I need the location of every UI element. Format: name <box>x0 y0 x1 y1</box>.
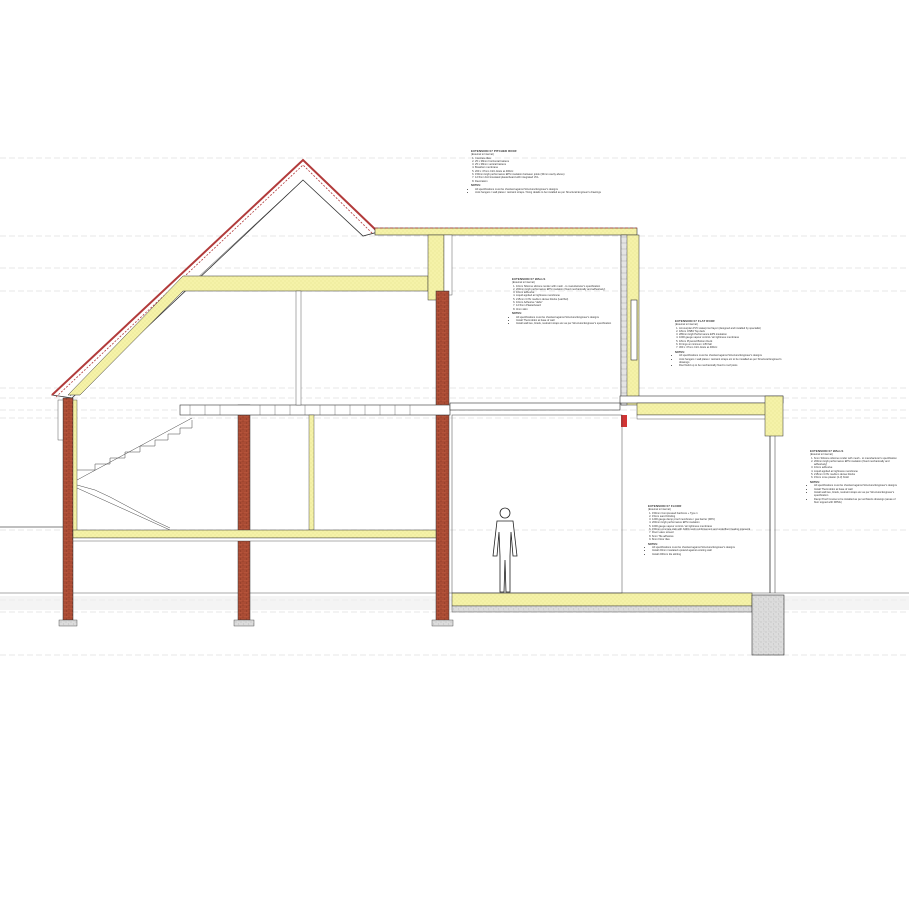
brick-piers <box>58 290 454 627</box>
spec-item: 10mm Silicone silicone render with mesh … <box>516 285 636 288</box>
spec-item: 15mm sand blinding <box>652 515 758 518</box>
note-item: Damp Proof Course to be installed as per… <box>814 498 900 505</box>
spec-item: 10mm adhesive <box>516 291 636 294</box>
note-subtitle: (External to Internal) <box>648 508 671 512</box>
note-item: Install Thermobloc at base of wall <box>516 319 636 322</box>
upper-wall <box>427 234 640 406</box>
spec-item: Armourplan PVC waterproof layer (designe… <box>679 327 785 330</box>
spec-item: 200 x 47mm C24 Joists at 400c/c <box>475 170 621 173</box>
spec-item: 200mm High performance EPS insulation <box>652 521 758 524</box>
note-title: EXTENSION 07 WALLS <box>810 449 844 453</box>
note-title: EXTENSION 07 PITCHED ROOF <box>471 149 517 153</box>
note-item: Install 20mm insulated upstand against e… <box>652 549 758 552</box>
note-item: All specifications must be checked again… <box>652 546 758 549</box>
note-flat-roof: EXTENSION 07 FLAT ROOF (External to Inte… <box>675 319 785 368</box>
ground-floor-slab <box>72 529 437 542</box>
spec-item: 1000 gauge vapour control / air tightnes… <box>652 525 758 528</box>
spec-item: 280mm High Performance EPS insulation <box>679 333 785 336</box>
spec-item: Decoration <box>475 180 621 183</box>
note-floor: EXTENSION 07 FLOOR (External to Internal… <box>648 504 758 556</box>
notes-heading: NOTES: <box>810 481 820 485</box>
spec-item: 25 x 38mm vertical battens <box>475 163 621 166</box>
spec-item: 18mm OSB3 Top deck <box>679 330 785 333</box>
note-title: EXTENSION 07 FLOOR <box>648 504 682 508</box>
first-floor <box>179 402 621 416</box>
note-subtitle: (External to Internal) <box>810 453 833 457</box>
spec-item: 200mm High performance EPS insulation (f… <box>814 460 900 467</box>
note-item: Joist hangers / wall plates / restraint … <box>679 358 785 365</box>
spec-item: 150mm concrete slab with A393 mesh reinf… <box>652 528 758 531</box>
spec-item: 215mm C7/H medium dense blocks (Lait/Sol… <box>516 298 636 301</box>
spec-item: Firrings at minimum 1:80 fall <box>679 343 785 346</box>
spec-item: 150mm High performance EPS insulation be… <box>475 173 621 176</box>
spec-item: 18mm Plywood Bottom Deck <box>679 340 785 343</box>
human-figure-icon <box>492 507 518 593</box>
spec-item: 3mm skim <box>516 308 636 311</box>
note-title: EXTENSION 07 WALLS <box>512 277 546 281</box>
spec-item: 10mm Adhesive "dabs" <box>516 301 636 304</box>
note-item: Install Thermobloc at base of wall <box>814 488 900 491</box>
note-pitched-roof: EXTENSION 07 PITCHED ROOF (External to I… <box>471 149 621 194</box>
notes-heading: NOTES: <box>512 312 522 316</box>
notes-heading: NOTES: <box>471 184 481 188</box>
spec-item: 1000 gauge vapour control / air tightnes… <box>679 336 785 339</box>
spec-item: Liquid applied air tightness membrane <box>516 294 636 297</box>
note-item: Joist hangers / wall plates / restraint … <box>475 191 621 194</box>
spec-item: 215mm C7/H medium dense blocks <box>814 473 900 476</box>
spec-item: 15mm Lime plaster (2-3) finish <box>814 476 900 479</box>
note-item: Install 200mm tile skirting <box>652 553 758 556</box>
spec-item: 25 x 38mm horizontal battens <box>475 160 621 163</box>
note-item: All specifications must be checked again… <box>516 316 636 319</box>
left-wall-lining <box>57 399 78 539</box>
note-title: EXTENSION 07 FLAT ROOF <box>675 319 716 323</box>
note-walls-upper: EXTENSION 07 WALLS (External to Internal… <box>512 277 636 326</box>
note-item: All specifications must be checked again… <box>679 354 785 357</box>
notes-heading: NOTES: <box>675 351 685 355</box>
note-item: Roof build up to be mechanically fixed t… <box>679 364 785 367</box>
spec-item: 200mm High performance EPS insulation (f… <box>516 288 636 291</box>
spec-item: 1200 gauge damp proof membrane / gas bar… <box>652 518 758 521</box>
spec-item: 6mm Tile adhesive <box>652 535 758 538</box>
spec-item: Breather membrane <box>475 166 621 169</box>
spec-item: Concrete tiles <box>475 157 621 160</box>
spec-item: 150mm Compressed hardcore + Type 1 <box>652 512 758 515</box>
note-subtitle: (External to Internal) <box>471 153 494 157</box>
staircase <box>76 417 193 531</box>
note-item: Install wall ties, lintels, restraint st… <box>814 491 900 498</box>
spec-item: 8mm Floor tiles <box>652 538 758 541</box>
flat-roof <box>619 395 784 437</box>
spec-item: 12.5mm Plasterboard <box>516 304 636 307</box>
spec-item: Liquid applied air tightness membrane <box>814 470 900 473</box>
extension-floor <box>451 592 785 656</box>
spec-item: Floor Latex screed <box>652 531 758 534</box>
note-item: Install wall ties, lintels, restraint st… <box>516 322 636 325</box>
spec-item: 300 x 47mm C24 Joists at 400c/c <box>679 346 785 349</box>
notes-heading: NOTES: <box>648 542 658 546</box>
note-item: All specifications must be checked again… <box>814 484 900 487</box>
spec-item: 10mm adhesive <box>814 466 900 469</box>
note-item: All specifications must be checked again… <box>475 188 621 191</box>
note-walls-right: EXTENSION 07 WALLS (External to Internal… <box>810 449 900 505</box>
spec-item: 12.5mm Foil insulated plasterboard with … <box>475 176 621 179</box>
note-subtitle: (External to Internal) <box>512 281 535 285</box>
extension-glazing <box>451 414 776 594</box>
note-subtitle: (External to Internal) <box>675 323 698 327</box>
spec-item: 6mm Silicone silicone render with mesh -… <box>814 457 900 460</box>
